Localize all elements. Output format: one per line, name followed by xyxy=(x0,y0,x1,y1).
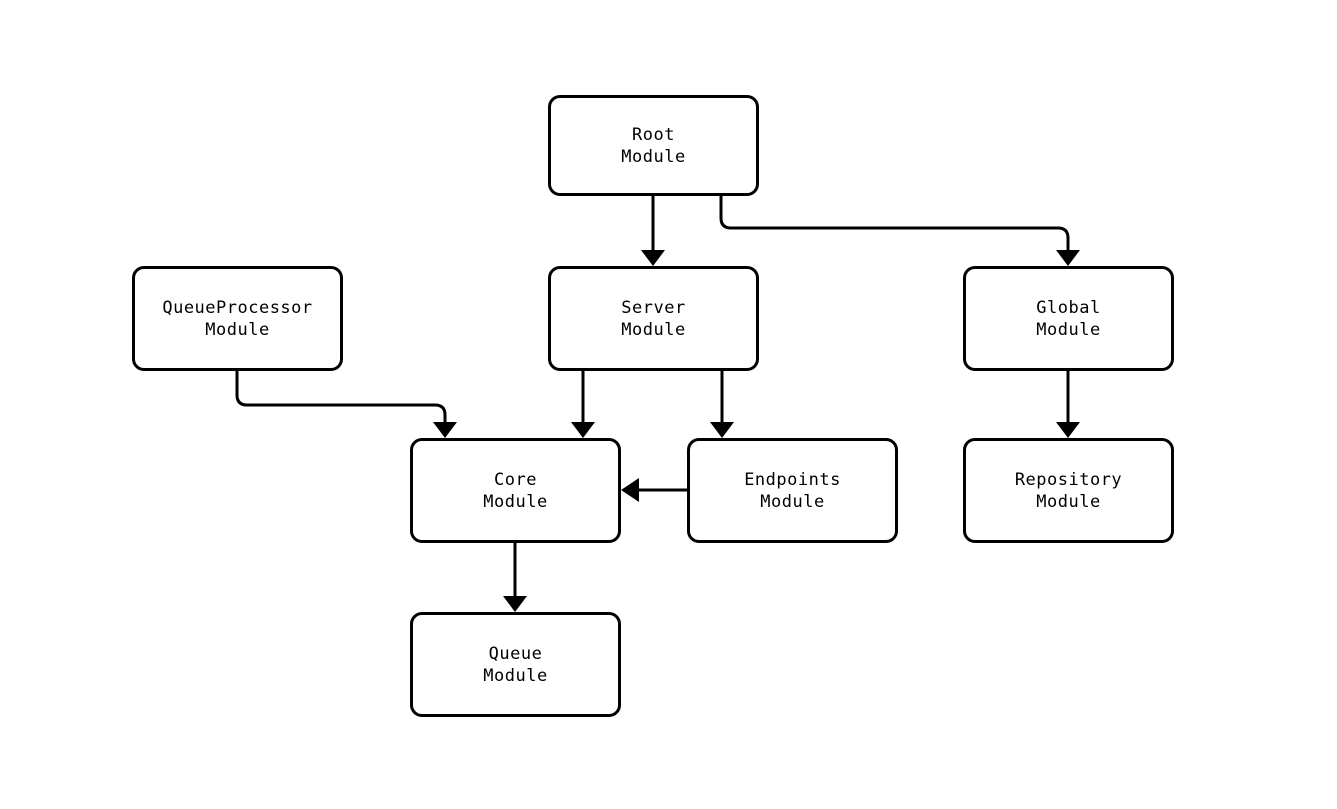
node-queueprocessor-module[interactable]: QueueProcessor Module xyxy=(132,266,343,371)
node-endpoints-module[interactable]: Endpoints Module xyxy=(687,438,898,543)
node-queue-module[interactable]: Queue Module xyxy=(410,612,621,717)
edge-server-to-core xyxy=(571,371,595,438)
edge-global-to-repository xyxy=(1056,371,1080,438)
node-server-module[interactable]: Server Module xyxy=(548,266,759,371)
node-queueprocessor-module-label: QueueProcessor Module xyxy=(162,297,313,340)
edge-queueprocessor-to-core xyxy=(235,371,457,438)
edge-root-to-global xyxy=(719,196,1080,266)
node-server-module-label: Server Module xyxy=(621,297,686,340)
edge-server-to-endpoints xyxy=(710,371,734,438)
node-core-module[interactable]: Core Module xyxy=(410,438,621,543)
node-endpoints-module-label: Endpoints Module xyxy=(744,469,841,512)
node-root-module[interactable]: Root Module xyxy=(548,95,759,196)
node-global-module[interactable]: Global Module xyxy=(963,266,1174,371)
edge-root-to-server xyxy=(641,196,665,266)
node-core-module-label: Core Module xyxy=(483,469,548,512)
node-repository-module-label: Repository Module xyxy=(1014,469,1123,512)
edge-core-to-queue xyxy=(503,543,527,612)
node-global-module-label: Global Module xyxy=(1036,297,1101,340)
edge-endpoints-to-core xyxy=(621,478,687,502)
node-root-module-label: Root Module xyxy=(621,124,686,167)
node-queue-module-label: Queue Module xyxy=(483,643,548,686)
node-repository-module[interactable]: Repository Module xyxy=(963,438,1174,543)
